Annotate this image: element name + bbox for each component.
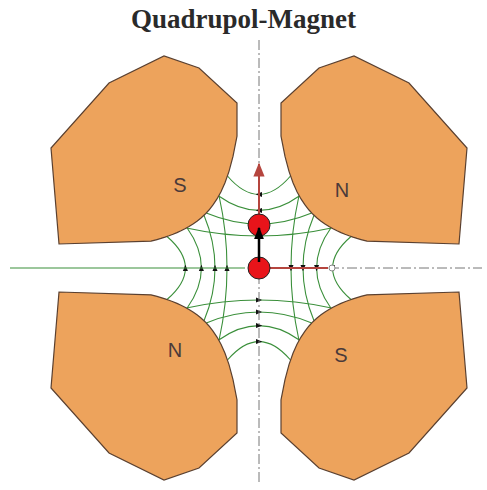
pole-shape — [281, 56, 467, 244]
axis-end-circle — [329, 265, 335, 271]
diagram-title: Quadrupol-Magnet — [0, 4, 487, 35]
pole-outline — [279, 54, 469, 246]
pole-outline — [279, 290, 469, 482]
magnet-pole: N — [49, 290, 239, 482]
magnet-pole: S — [279, 290, 469, 482]
pole-outline — [49, 290, 239, 482]
pole-label: N — [168, 340, 182, 360]
pole-shape — [51, 56, 237, 244]
pole-outline — [49, 54, 239, 246]
horizontal-axis — [10, 267, 245, 268]
pole-shape — [281, 292, 467, 480]
pole-label: S — [173, 175, 186, 195]
pole-shape — [51, 292, 237, 480]
magnet-pole: S — [49, 54, 239, 246]
displacement-arrow — [258, 228, 261, 262]
pole-label: S — [334, 345, 347, 365]
magnet-pole: N — [279, 54, 469, 246]
pole-label: N — [335, 180, 349, 200]
